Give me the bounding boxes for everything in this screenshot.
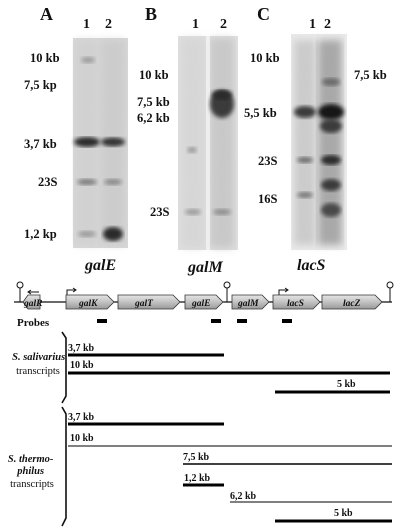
panel-b-letter: B [145,4,157,24]
panel-a-marker-1-2kp: 1,2 kp [24,227,57,241]
gene-galr: galR [22,294,42,310]
panel-b-marker-23s: 23S [150,205,170,219]
salivarius-3-7kb-label: 3,7 kb [68,343,95,354]
panel-a-lane-1: 1 [83,17,90,32]
panel-c-marker-7-5kb: 7,5 kb [354,68,387,82]
thermophilus-1-2kb-label: 1,2 kb [184,473,211,484]
thermophilus-7-5kb-label: 7,5 kb [183,452,210,463]
promoter-2-arrow [66,289,75,296]
operon-map: galR galK galT galE galM lacS lacZ Probe… [14,281,394,329]
salivarius-5kb-label: 5 kb [337,379,356,390]
panel-c-letter: C [257,4,270,24]
panel-c-marker-23s: 23S [258,154,278,168]
gene-gale-label: galE [191,299,210,309]
panel-b-blot [178,36,238,250]
panel-c-gene-label: lacS [297,257,326,274]
salivarius-label-species: S. salivarius [12,352,65,363]
panel-c-marker-10kb: 10 kb [250,51,280,65]
panel-b-gene-label: galM [187,259,223,276]
panel-c-blot [291,34,347,250]
probe-lacs [282,319,292,323]
panel-c-marker-16s: 16S [258,192,278,206]
panel-a-blot [73,38,128,248]
thermophilus-6-2kb-label: 6,2 kb [230,491,257,502]
gene-lacs-label: lacS [287,299,304,309]
panel-b-lane-2: 2 [220,17,227,32]
thermophilus-10kb-label: 10 kb [70,433,94,444]
panel-a-marker-23s: 23S [38,175,58,189]
panel-a-lane-2: 2 [105,17,112,32]
salivarius-10kb-label: 10 kb [70,360,94,371]
gene-galt: galT [117,294,181,310]
salivarius-bracket [61,331,67,404]
gene-lacz-label: lacZ [343,299,361,309]
panel-a: A 1 2 10 kb 7,5 kp 3,7 kb 23S 1,2 kp gal… [24,4,128,274]
salivarius-label: S. salivarius transcripts [12,352,68,377]
gene-galm-label: galM [237,299,259,309]
probes-label: Probes [17,317,50,329]
thermophilus-label-line-1: S. thermo- [8,454,54,465]
panel-b-marker-7-5kb: 7,5 kb [137,95,170,109]
panel-a-marker-10kb: 10 kb [30,51,60,65]
panel-a-gene-label: galE [84,257,116,274]
gene-galk: galK [65,294,115,310]
gene-galk-label: galK [78,299,98,309]
probe-galm [237,319,247,323]
panel-c-lane-2: 2 [324,17,331,32]
panel-c-lane-1: 1 [309,17,316,32]
thermophilus-3-7kb-label: 3,7 kb [68,412,95,423]
gene-galt-label: galT [134,299,154,309]
panel-a-marker-7-5kp: 7,5 kp [24,78,57,92]
terminator-3 [386,281,394,302]
gene-galr-label: galR [23,299,42,309]
salivarius-transcripts: S. salivarius transcripts 3,7 kb 10 kb 5… [12,331,390,404]
thermophilus-bracket [61,406,67,527]
salivarius-label-transcripts: transcripts [16,366,60,377]
panel-a-letter: A [40,4,53,24]
terminator-1 [16,281,24,302]
gene-lacz: lacZ [321,294,383,310]
thermophilus-label: S. thermo- philus transcripts [8,454,56,490]
thermophilus-label-line-3: transcripts [10,479,54,490]
gene-gale: galE [184,294,224,310]
panel-b: B 1 2 10 kb 7,5 kb 6,2 kb 23S galM [137,4,238,276]
panel-c-marker-5-5kb: 5,5 kb [244,106,277,120]
panel-b-marker-10kb: 10 kb [139,68,169,82]
probe-gale [211,319,221,323]
panel-b-marker-6-2kb: 6,2 kb [137,111,170,125]
thermophilus-5kb-label: 5 kb [334,508,353,519]
thermophilus-label-line-2: philus [16,466,44,477]
panel-a-marker-3-7kb: 3,7 kb [24,137,57,151]
panel-c: C 1 2 10 kb 7,5 kb 5,5 kb 23S 16S lacS [244,4,387,274]
panel-b-lane-1: 1 [192,17,199,32]
thermophilus-transcripts: S. thermo- philus transcripts 3,7 kb 10 … [8,406,392,527]
gene-galm: galM [231,294,270,310]
probe-galk [97,319,107,323]
promoter-3-arrow [278,289,287,296]
gene-lacs: lacS [272,294,321,310]
terminator-2 [223,281,231,302]
